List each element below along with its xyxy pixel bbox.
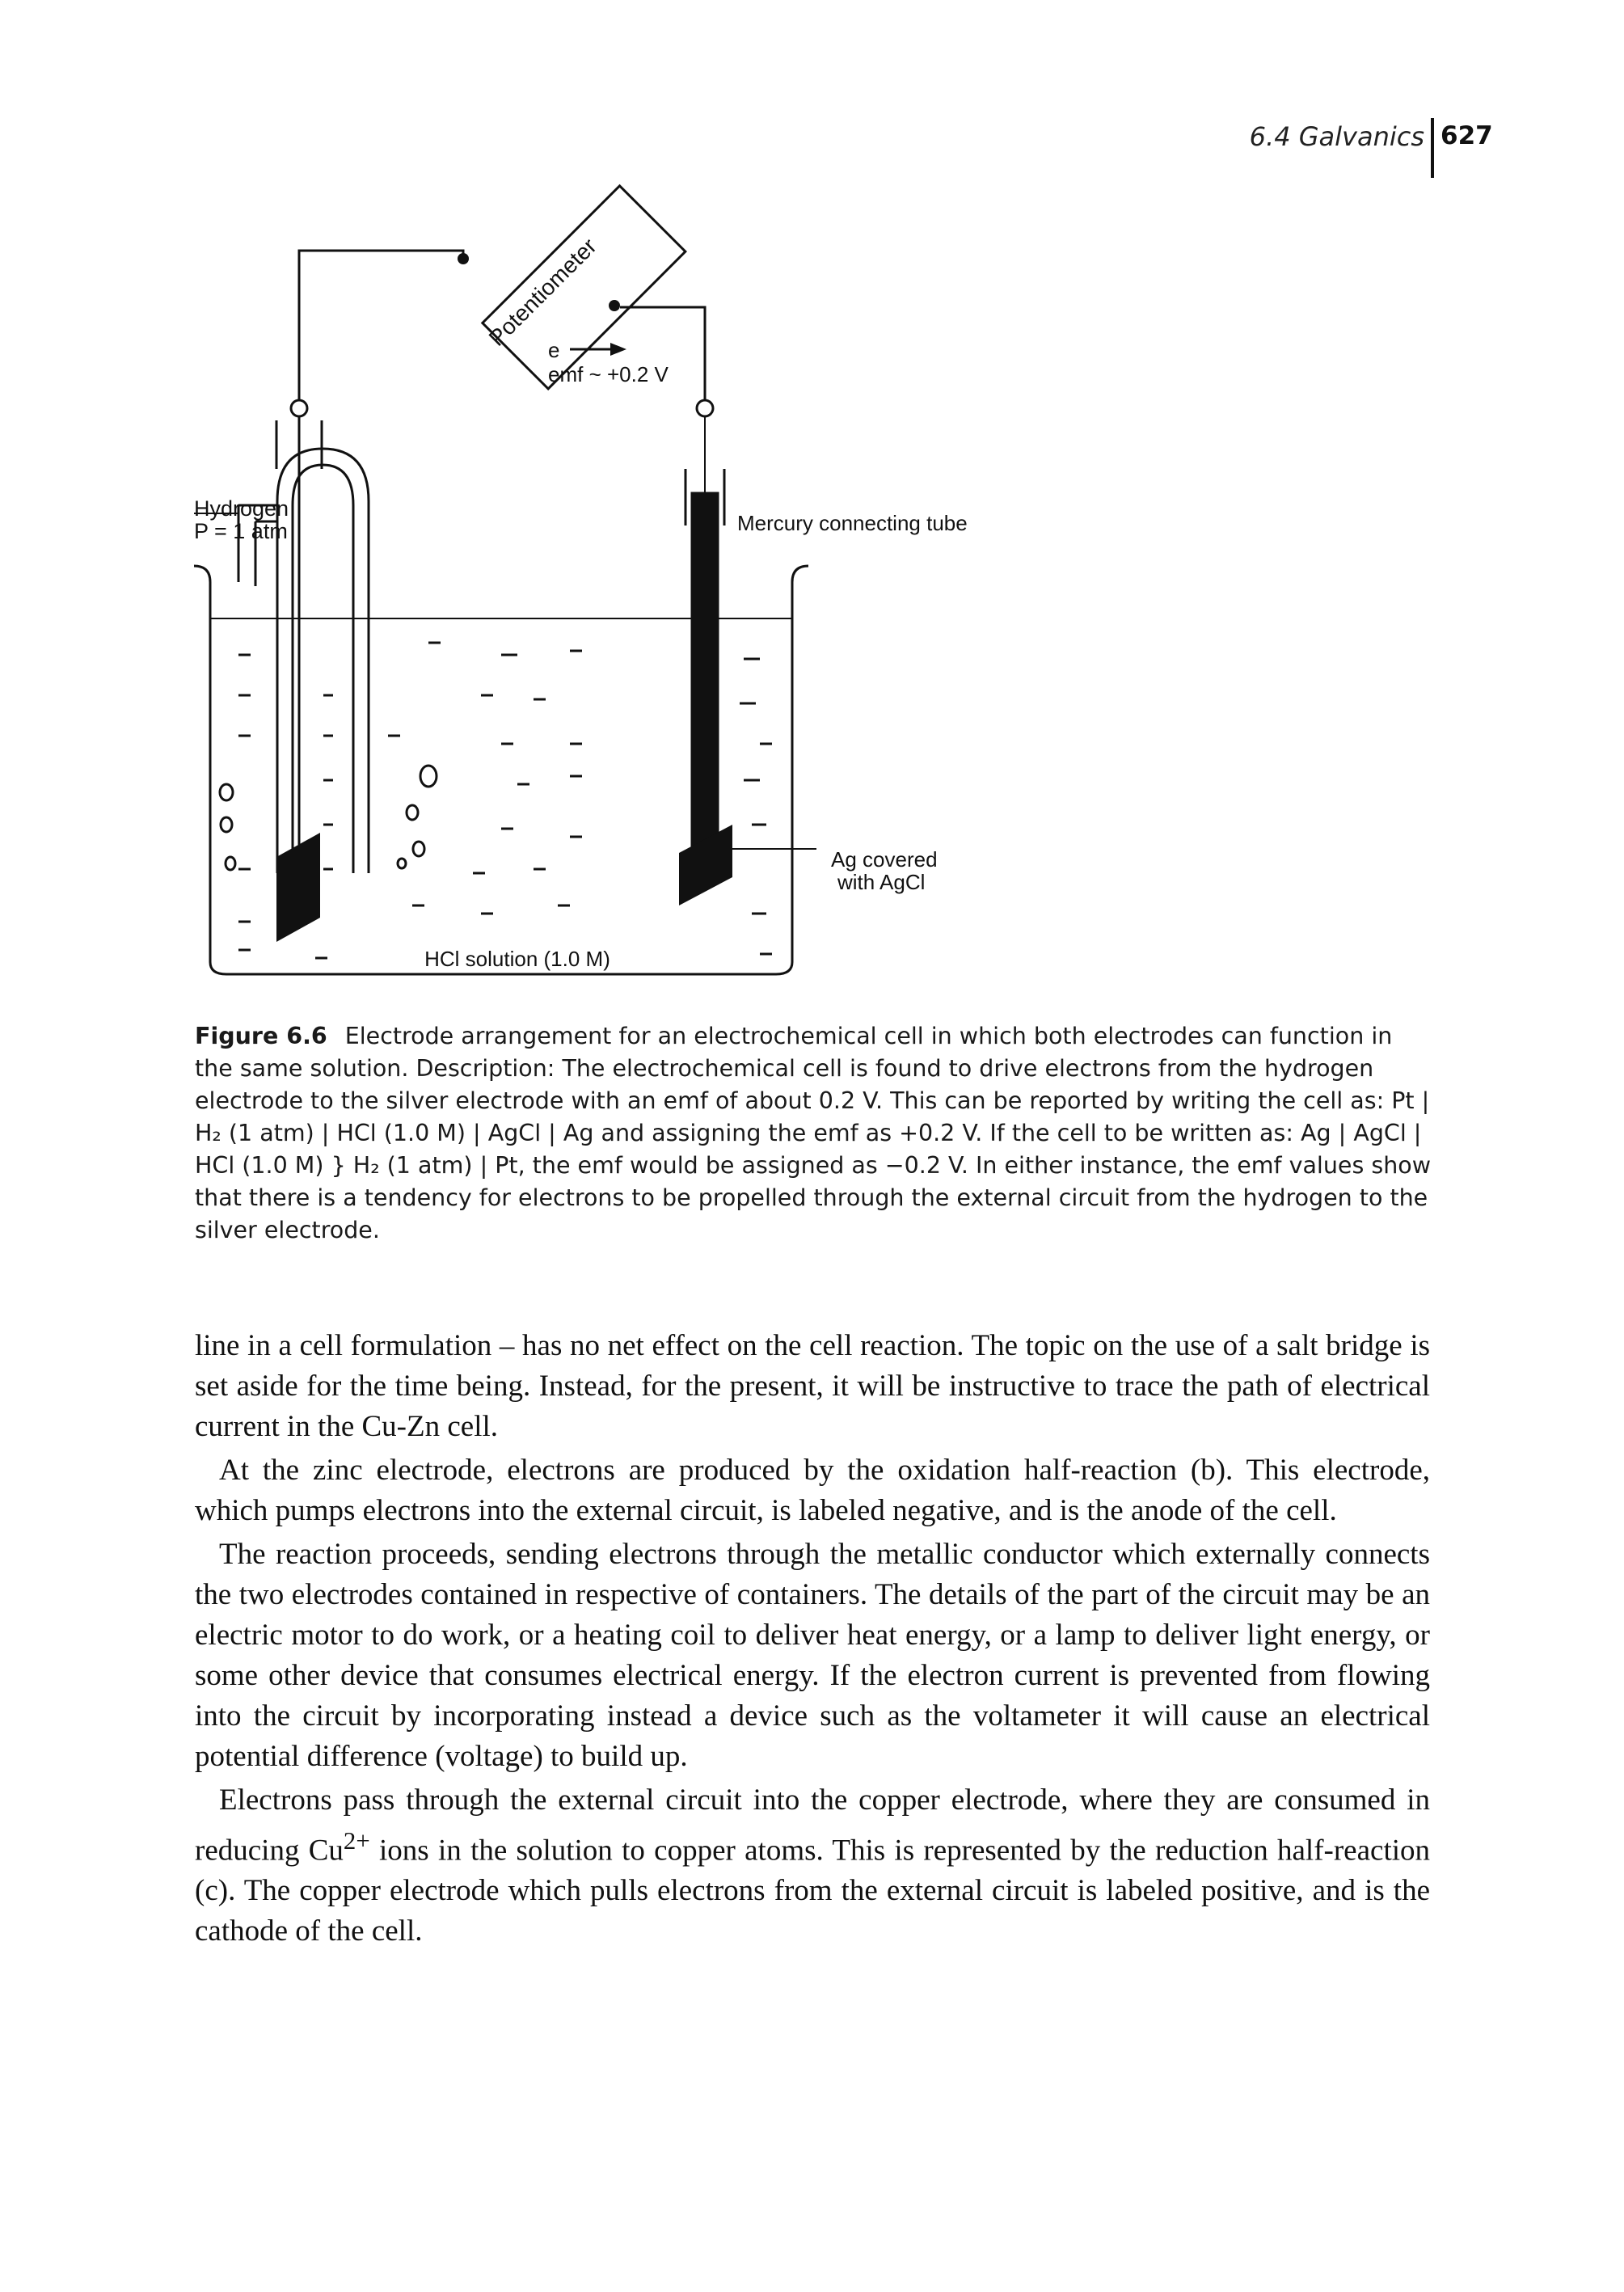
platinum-electrode xyxy=(276,833,320,942)
paragraph: At the zinc electrode, electrons are pro… xyxy=(195,1454,1430,1527)
ag-label: Ag covered xyxy=(831,847,938,872)
wire-left xyxy=(297,249,465,403)
paragraph: The reaction proceeds, sending electrons… xyxy=(195,1538,1430,1773)
paragraph: line in a cell formulation – has no net … xyxy=(195,1329,1430,1443)
hydrogen-tube-outer xyxy=(276,447,370,873)
paragraph-text: ions in the solution to copper atoms. Th… xyxy=(195,1834,1430,1948)
wire-right xyxy=(620,306,707,403)
paragraph-text: Electrons pass through the external circ… xyxy=(195,1783,1430,1868)
gas-bubbles xyxy=(218,764,438,872)
pt-lead xyxy=(275,420,323,469)
mercury-tube xyxy=(690,492,719,867)
potentiometer-box xyxy=(480,184,687,390)
emf-label: emf ~ +0.2 V xyxy=(548,362,669,386)
potentiometer-label: Potentiometer xyxy=(484,234,601,351)
electron-label: e xyxy=(548,338,559,362)
running-head: 6.4 Galvanics 627 xyxy=(1051,118,1493,178)
potentiometer-contact-right xyxy=(609,300,620,311)
pressure-label: P = 1 atm xyxy=(194,519,288,543)
silver-electrode xyxy=(679,825,732,905)
figure-caption-text: Electrode arrangement for an electrochem… xyxy=(195,1023,1432,1243)
electron-arrow xyxy=(570,343,626,356)
page-number: 627 xyxy=(1441,121,1493,150)
hydrogen-tube-inner xyxy=(291,463,355,873)
agcl-label: with AgCl xyxy=(837,870,925,894)
solution-dashes xyxy=(238,641,772,960)
gas-inlet-tube xyxy=(237,504,276,586)
mercury-tube-label: Mercury connecting tube xyxy=(737,511,968,535)
superscript: 2+ xyxy=(343,1827,370,1855)
beaker xyxy=(193,564,809,976)
electrochemical-cell-diagram: Potentiometer e emf ~ +0.2 V Hydrogen P … xyxy=(193,184,968,976)
running-head-section: 6.4 Galvanics xyxy=(1249,121,1424,152)
terminal-left xyxy=(289,399,309,418)
figure-label: Figure 6.6 xyxy=(195,1023,327,1049)
potentiometer-contact-left xyxy=(458,253,469,264)
terminal-right xyxy=(695,399,715,418)
figure-6-6: Potentiometer e emf ~ +0.2 V Hydrogen P … xyxy=(162,178,970,1002)
running-head-rule xyxy=(1431,118,1434,178)
hydrogen-label: Hydrogen xyxy=(194,496,289,521)
solution-label: HCl solution (1.0 M) xyxy=(424,947,610,971)
body-text: line in a cell formulation – has no net … xyxy=(195,1326,1430,1955)
paragraph-with-superscript: Electrons pass through the external circ… xyxy=(195,1780,1430,1952)
